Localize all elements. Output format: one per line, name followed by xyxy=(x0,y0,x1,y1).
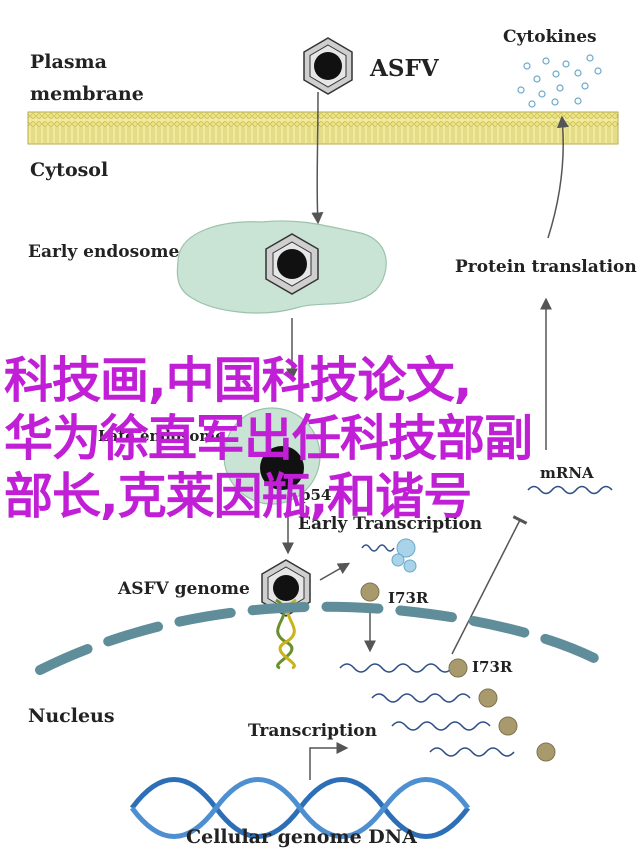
transcription-label: Transcription xyxy=(248,721,377,741)
early-protein-icon xyxy=(391,538,417,573)
early-mrna-strand xyxy=(361,544,395,552)
bound-mrna-cluster xyxy=(339,663,515,757)
asfv-virion-icon xyxy=(303,37,353,95)
asfv-genome-label: ASFV genome xyxy=(117,579,250,599)
nuclear-envelope xyxy=(35,601,617,675)
mrna-strand xyxy=(527,485,613,495)
inhibition-line xyxy=(451,515,528,655)
protein-translation-label: Protein translation xyxy=(455,257,637,277)
late-endosome-label: Late endosome xyxy=(98,427,225,445)
watermark-overlay-line3: 部长,克莱因瓶,和谐号 xyxy=(4,468,472,525)
entry-arrow xyxy=(311,91,324,225)
nucleus-label: Nucleus xyxy=(28,705,115,727)
i73r-label-a: I73R xyxy=(388,589,429,607)
i73r-label-b: I73R xyxy=(472,658,513,676)
watermark-overlay-line1: 科技画,中国科技论文, xyxy=(4,352,472,409)
transcription-arrow xyxy=(309,742,349,780)
plasma-label-line1: Plasma xyxy=(30,51,107,73)
early-transcription-label: Early Transcription xyxy=(298,514,482,534)
late-endosome-core xyxy=(260,446,304,490)
endosome-virion-icon xyxy=(265,233,319,295)
bound-i73r-proteins xyxy=(448,658,556,762)
plasma-label-line2: membrane xyxy=(30,83,144,105)
cytosol-label: Cytosol xyxy=(30,159,108,181)
cytokine-dots xyxy=(517,54,602,108)
early-endosome-label: Early endosome xyxy=(28,242,179,262)
asfv-label: ASFV xyxy=(369,55,440,82)
genome-arrow xyxy=(319,562,351,581)
mrna-label: mRNA xyxy=(540,464,594,482)
p54-label: p54 xyxy=(300,486,331,504)
cellular-dna-helix xyxy=(129,777,471,839)
watermark-overlay-line2: 华为徐直军出任科技部副 xyxy=(4,410,533,467)
asfv-genome-virion-icon xyxy=(261,559,311,617)
i73r-protein xyxy=(360,582,380,602)
translation-to-cytokine-arrow xyxy=(547,115,569,239)
cellular-dna-label: Cellular genome DNA xyxy=(186,826,417,848)
plasma-membrane xyxy=(27,111,619,145)
cytokines-label: Cytokines xyxy=(503,27,597,47)
